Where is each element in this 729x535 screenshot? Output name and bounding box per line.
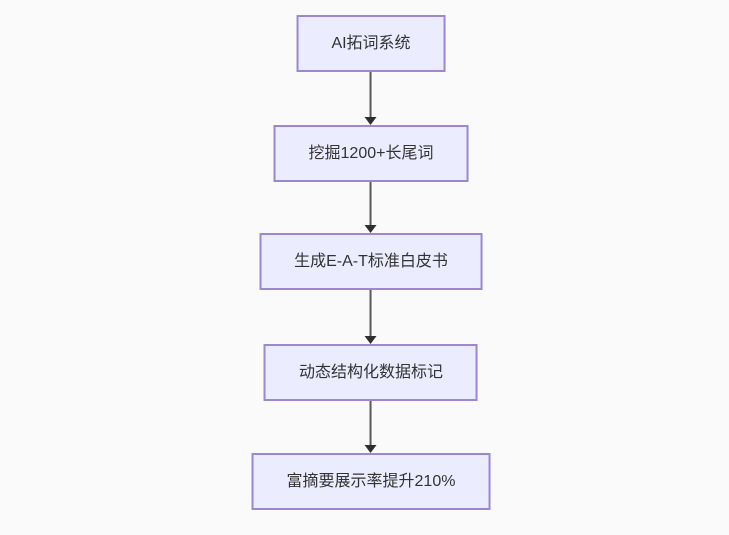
edge-line (370, 290, 372, 336)
flow-node-structured-data-markup: 动态结构化数据标记 (263, 344, 478, 401)
flow-node-eat-whitepaper: 生成E-A-T标准白皮书 (259, 233, 483, 290)
flow-node-label: 生成E-A-T标准白皮书 (294, 252, 448, 270)
edge-b-c (365, 182, 377, 233)
flow-node-label: 挖掘1200+长尾词 (308, 144, 434, 162)
flow-node-label: 动态结构化数据标记 (298, 363, 443, 381)
edge-c-d (365, 290, 377, 344)
arrowhead-down-icon (365, 117, 377, 125)
flow-node-label: AI拓词系统 (331, 34, 411, 52)
arrowhead-down-icon (365, 336, 377, 344)
flowchart: AI拓词系统 挖掘1200+长尾词 生成E-A-T标准白皮书 动态结构化数据标记… (251, 15, 491, 510)
arrowhead-down-icon (365, 225, 377, 233)
edge-line (370, 401, 372, 445)
flow-node-rich-snippet-uplift: 富摘要展示率提升210% (251, 453, 491, 510)
flow-node-ai-word-expansion: AI拓词系统 (296, 15, 446, 72)
flow-node-longtail-mining: 挖掘1200+长尾词 (273, 125, 469, 182)
flow-node-label: 富摘要展示率提升210% (286, 472, 456, 490)
edge-line (370, 72, 372, 117)
edge-d-e (365, 401, 377, 453)
arrowhead-down-icon (365, 445, 377, 453)
edge-line (370, 182, 372, 225)
edge-a-b (365, 72, 377, 125)
